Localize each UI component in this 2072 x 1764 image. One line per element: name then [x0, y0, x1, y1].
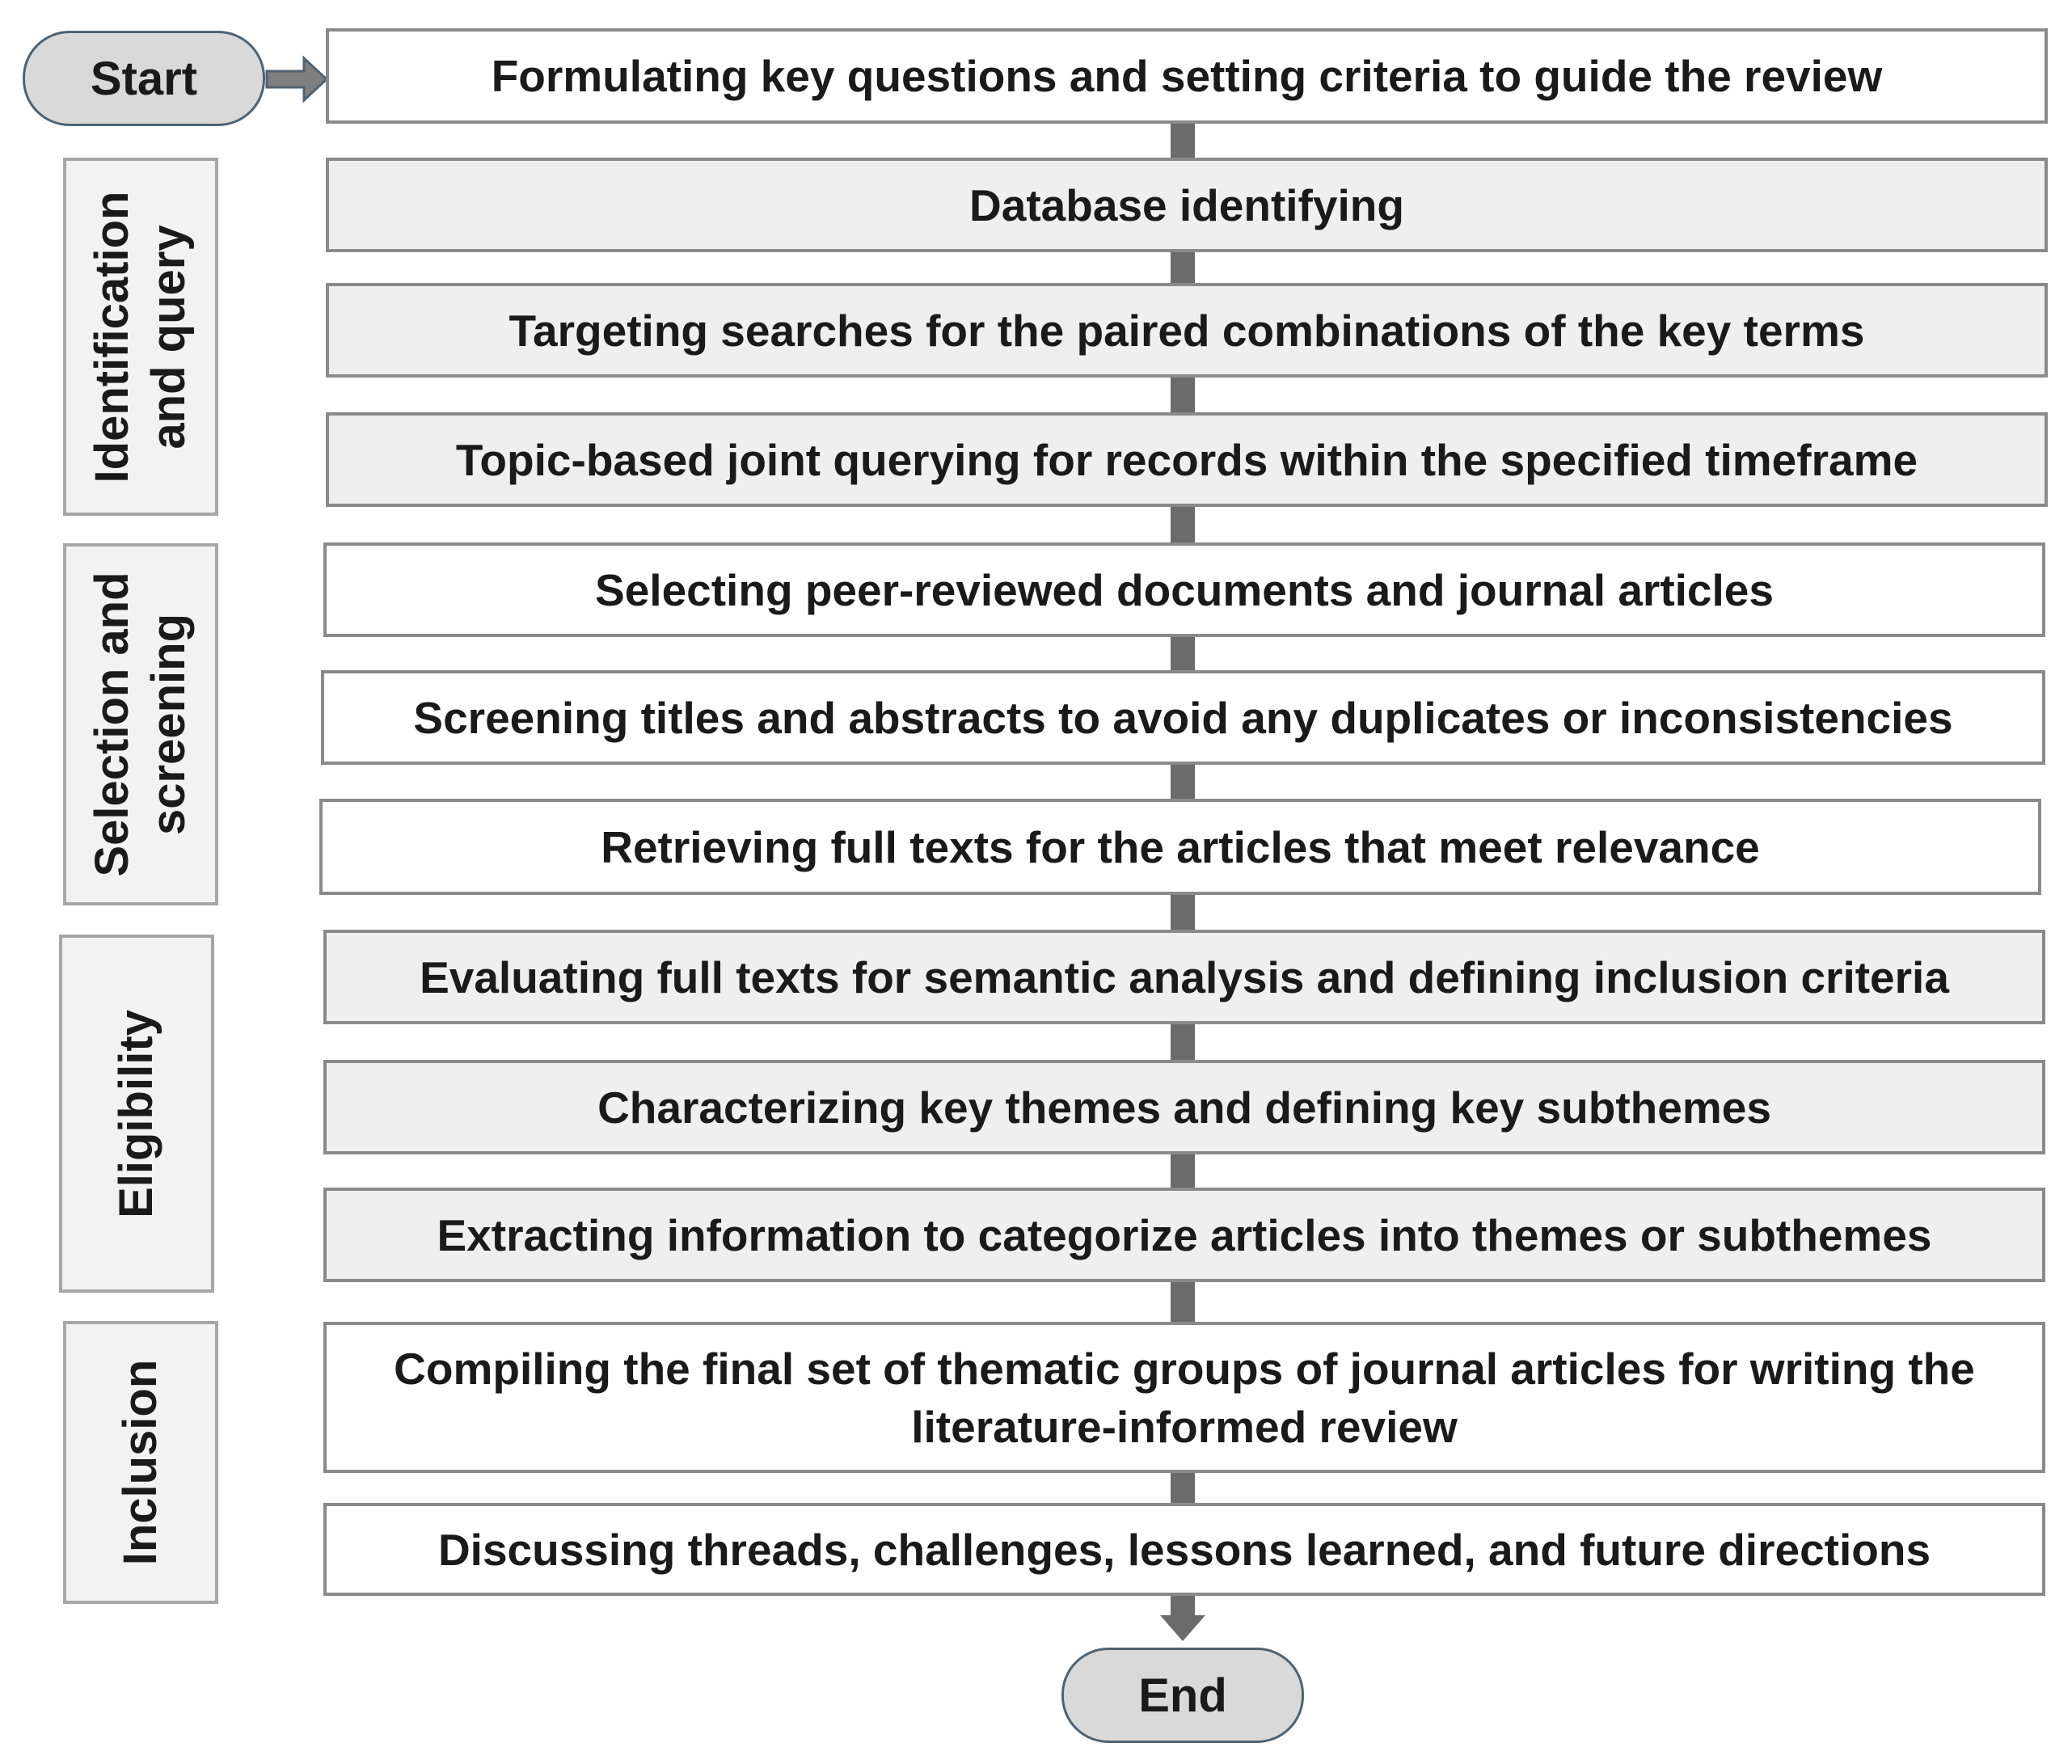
- phase-label: Selection and screening: [86, 572, 195, 877]
- step-extracting-information: Extracting information to categorize art…: [323, 1188, 2045, 1282]
- step-retrieving-full-texts: Retrieving full texts for the articles t…: [319, 799, 2041, 895]
- start-terminal: Start: [23, 31, 265, 126]
- end-label: End: [1138, 1669, 1227, 1722]
- connector-6: [1171, 765, 1195, 799]
- phase-eligibility: Eligibility: [59, 935, 214, 1293]
- end-terminal: End: [1061, 1648, 1304, 1743]
- phase-label: Inclusion: [114, 1359, 167, 1566]
- phase-identification-query: Identification and query: [63, 158, 218, 516]
- start-arrow: [265, 55, 329, 103]
- step-selecting-peer-reviewed: Selecting peer-reviewed documents and jo…: [323, 542, 2045, 637]
- step-characterizing-themes: Characterizing key themes and defining k…: [323, 1060, 2045, 1154]
- phase-inclusion: Inclusion: [63, 1321, 218, 1604]
- phase-selection-screening: Selection and screening: [63, 543, 218, 905]
- connector-8: [1171, 1024, 1195, 1060]
- step-screening-titles: Screening titles and abstracts to avoid …: [321, 670, 2045, 765]
- step-targeting-searches: Targeting searches for the paired combin…: [326, 283, 2048, 378]
- step-database-identifying: Database identifying: [326, 158, 2048, 252]
- step-topic-based-querying: Topic-based joint querying for records w…: [326, 412, 2048, 507]
- connector-7: [1171, 895, 1195, 930]
- connector-4: [1171, 507, 1195, 542]
- start-label: Start: [90, 52, 198, 105]
- step-compiling-final-set: Compiling the final set of thematic grou…: [323, 1322, 2045, 1473]
- connector-5: [1171, 637, 1195, 670]
- step-discussing-threads: Discussing threads, challenges, lessons …: [323, 1503, 2045, 1596]
- connector-2: [1171, 252, 1195, 283]
- phase-label: Identification and query: [86, 191, 195, 483]
- end-arrow: [1160, 1596, 1205, 1641]
- connector-1: [1171, 124, 1195, 158]
- phase-label: Eligibility: [110, 1009, 162, 1218]
- connector-3: [1171, 378, 1195, 412]
- step-formulating-questions: Formulating key questions and setting cr…: [326, 28, 2048, 124]
- connector-10: [1171, 1282, 1195, 1322]
- connector-11: [1171, 1473, 1195, 1503]
- connector-9: [1171, 1154, 1195, 1188]
- step-evaluating-full-texts: Evaluating full texts for semantic analy…: [323, 930, 2045, 1024]
